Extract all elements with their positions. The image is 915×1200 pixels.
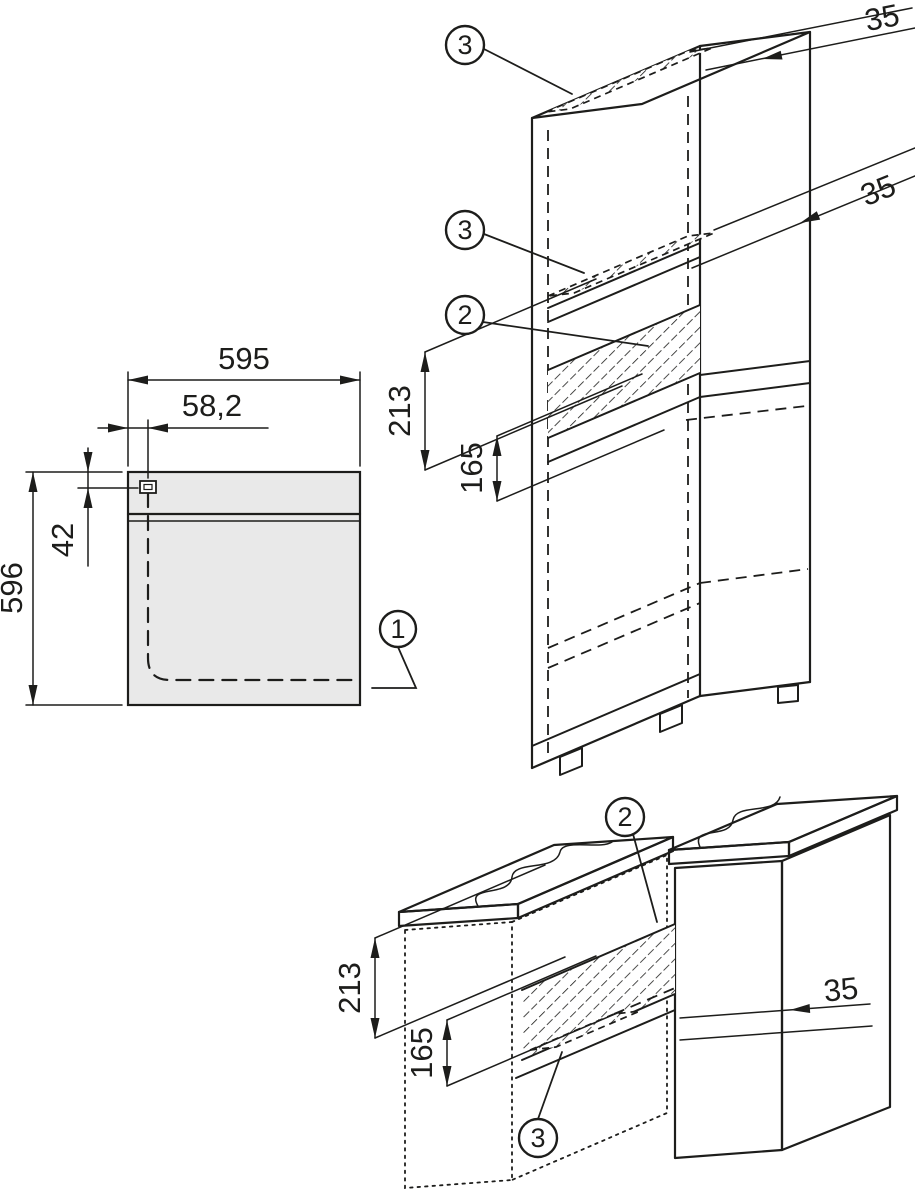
clearance-label-base: 165 xyxy=(404,1027,439,1079)
dimension-niche-height-base: 213 xyxy=(332,864,566,1039)
callout-niche-base: 2 xyxy=(604,796,658,923)
niche-height-label-base: 213 xyxy=(332,962,367,1014)
oven-front-panel xyxy=(126,470,362,707)
callout-niche-tall: 2 xyxy=(444,294,649,347)
front-width-label: 595 xyxy=(218,341,270,376)
callout-2-tall-label: 2 xyxy=(457,300,472,330)
control-panel-divider xyxy=(126,512,362,522)
tall-unit-foot xyxy=(659,704,683,733)
cutout-dashed-outline xyxy=(146,491,360,682)
dimension-niche-height-tall: 213 xyxy=(382,278,623,471)
callout-2-base-label: 2 xyxy=(617,802,632,832)
dimension-mains-offset: 58,2 xyxy=(97,388,269,479)
countertop-break-line xyxy=(474,841,613,907)
tall-unit-foot xyxy=(777,684,799,704)
callout-top-vent: 3 xyxy=(444,24,573,95)
callout-vent-base: 3 xyxy=(517,1051,563,1159)
tall-unit-hidden-edges xyxy=(547,96,809,757)
callout-2-tall-circle xyxy=(444,294,486,336)
dimension-clearance-tall: 165 xyxy=(454,373,665,502)
dimension-shelf-vent-gap: 35 xyxy=(691,147,915,269)
tall-unit-top-vent-strip xyxy=(545,47,713,113)
clearance-label-tall: 165 xyxy=(454,442,489,494)
mains-offset-label: 58,2 xyxy=(182,388,242,423)
shelf-vent-gap-label: 35 xyxy=(856,168,901,213)
right-base-cabinet xyxy=(667,794,899,1160)
callout-mains-connection: 1 xyxy=(371,609,418,689)
tall-unit-shelf-vent-strip xyxy=(547,232,715,297)
callout-3-base-label: 3 xyxy=(530,1123,545,1153)
mains-connection-box xyxy=(139,480,157,494)
callout-3-base-circle xyxy=(517,1117,559,1159)
top-vent-gap-label: 35 xyxy=(862,0,903,38)
callout-3-shelf-label: 3 xyxy=(457,215,472,245)
base-unit-niche-hatch xyxy=(515,923,676,1079)
callout-1-circle xyxy=(378,609,418,649)
dimension-clearance-base: 165 xyxy=(404,955,623,1087)
callout-1-label: 1 xyxy=(390,614,405,644)
countertop-break-line xyxy=(697,796,781,848)
dimension-top-vent-gap: 35 xyxy=(689,0,915,71)
niche-height-label-tall: 213 xyxy=(382,385,417,437)
top-gap-label: 42 xyxy=(45,523,80,557)
vent-gap-label-base: 35 xyxy=(822,970,860,1008)
base-unit-figure: 213 165 35 2 3 xyxy=(332,794,899,1189)
tall-unit-shelves xyxy=(547,242,811,463)
dimension-front-width: 595 xyxy=(127,341,361,467)
tall-unit-foot xyxy=(559,747,583,776)
dimension-front-height: 596 xyxy=(0,471,123,706)
front-view-figure: 595 58,2 42 596 xyxy=(0,341,418,707)
callout-3-top-circle xyxy=(444,24,486,66)
left-base-cabinet xyxy=(397,835,675,1189)
dimension-top-gap: 42 xyxy=(45,447,139,567)
callout-2-base-circle xyxy=(604,796,646,838)
front-height-label: 596 xyxy=(0,562,29,614)
tall-unit-niche-hatch xyxy=(547,304,701,439)
callout-shelf-vent: 3 xyxy=(444,209,585,274)
dimension-vent-gap-base: 35 xyxy=(679,970,873,1041)
tall-unit-figure: 35 35 213 165 xyxy=(382,0,915,776)
callout-3-top-label: 3 xyxy=(457,30,472,60)
callout-3-shelf-circle xyxy=(444,209,486,251)
